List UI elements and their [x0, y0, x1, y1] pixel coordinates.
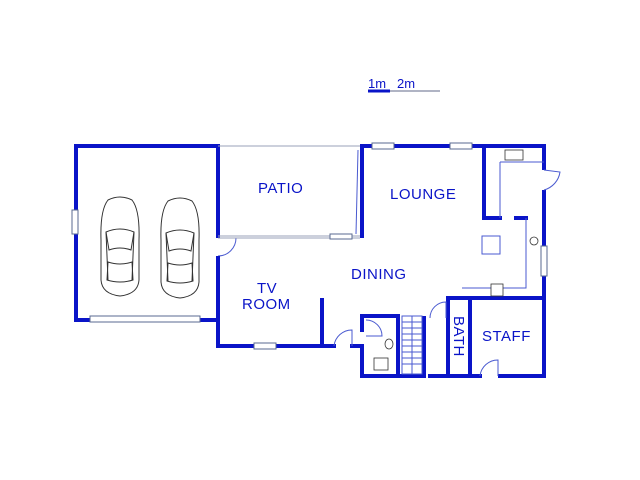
garage-window	[71, 209, 79, 235]
kitchen-window	[540, 245, 548, 277]
patio-slider	[329, 233, 353, 240]
basin-wc-icon	[384, 338, 394, 350]
scale-bar: 1m 2m	[368, 76, 440, 93]
scale-label-1m: 1m	[368, 76, 386, 91]
room-label-staff: STAFF	[482, 328, 531, 345]
wc-door-swing	[365, 319, 383, 337]
wc	[373, 338, 394, 371]
kitchen	[462, 149, 544, 297]
scale-label-2m: 2m	[397, 76, 415, 91]
staircase	[401, 315, 423, 375]
tvroom-window	[253, 342, 277, 350]
garage-door-swing	[217, 237, 237, 257]
kitchen-door-swing	[543, 169, 561, 191]
room-label-room: ROOM	[242, 296, 291, 313]
basin-icon	[529, 236, 539, 246]
room-label-patio: PATIO	[258, 180, 303, 197]
house-walls	[216, 142, 561, 378]
room-label-dining: DINING	[351, 266, 407, 283]
lounge-window-2	[449, 142, 473, 150]
room-label-lounge: LOUNGE	[390, 186, 456, 203]
garage-door	[89, 315, 201, 323]
car-left	[100, 196, 140, 297]
garage	[71, 144, 237, 323]
toilet-icon	[373, 357, 389, 371]
car-right	[160, 197, 200, 299]
bath-door-swing	[429, 301, 447, 319]
kitchen-sink	[504, 149, 524, 161]
stove-icon	[490, 283, 504, 297]
room-label-bath: BATH	[450, 316, 467, 357]
patio: PATIO	[218, 145, 362, 240]
staff-door-swing	[479, 359, 499, 377]
tvroom-door-swing	[333, 329, 353, 347]
lounge-window-1	[371, 142, 395, 150]
room-label-tv: TV	[257, 280, 277, 297]
